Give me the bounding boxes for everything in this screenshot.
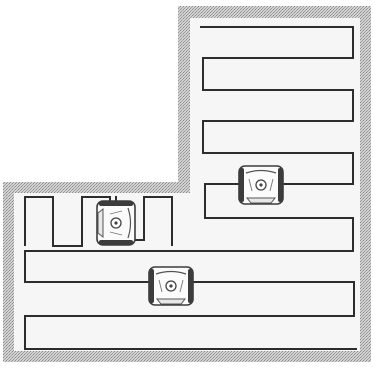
robot-mower-icon	[148, 266, 194, 306]
lawn-area	[14, 18, 360, 351]
robot-mower-icon	[238, 165, 284, 205]
robot-mower-icon	[96, 200, 136, 246]
